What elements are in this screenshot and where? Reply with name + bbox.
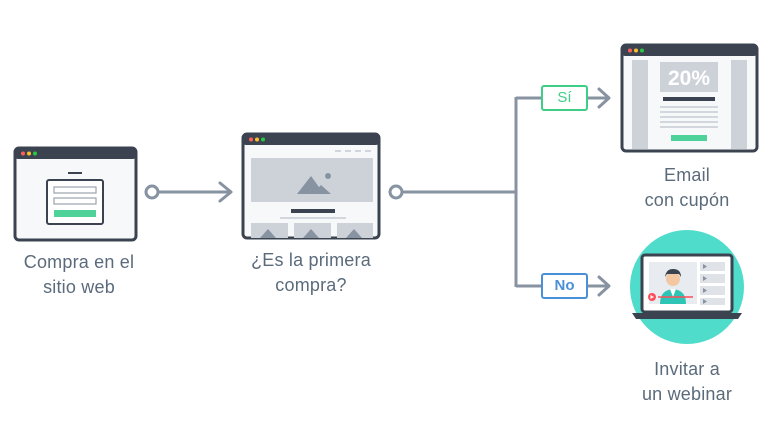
webinar-label-line-1: Invitar a: [654, 359, 720, 379]
decision-node-label: ¿Es la primera compra?: [225, 248, 397, 298]
decision-label-line-2: compra?: [275, 275, 347, 295]
connector-purchase-to-decision: [144, 181, 233, 203]
connector-decision-branch: [388, 87, 611, 297]
coupon-badge-text: 20%: [668, 67, 710, 90]
coupon-email-window-icon: 20%: [620, 43, 759, 153]
purchase-label-line-2: sitio web: [43, 277, 115, 297]
decision-label-line-1: ¿Es la primera: [251, 250, 371, 270]
purchase-label-line-1: Compra en el: [23, 252, 135, 272]
form-window-icon: [13, 146, 138, 242]
no-branch-label: No: [541, 273, 588, 299]
coupon-label-line-1: Email: [663, 165, 710, 185]
coupon-label-line-2: con cupón: [644, 190, 730, 210]
webinar-node-label: Invitar a un webinar: [612, 357, 762, 407]
webinar-laptop-icon: [630, 230, 744, 344]
webinar-label-line-2: un webinar: [641, 384, 733, 404]
purchase-node-label: Compra en el sitio web: [0, 250, 158, 300]
landing-page-window-icon: [241, 132, 381, 240]
coupon-node-label: Email con cupón: [612, 163, 762, 213]
yes-branch-label: Sí: [541, 85, 588, 111]
